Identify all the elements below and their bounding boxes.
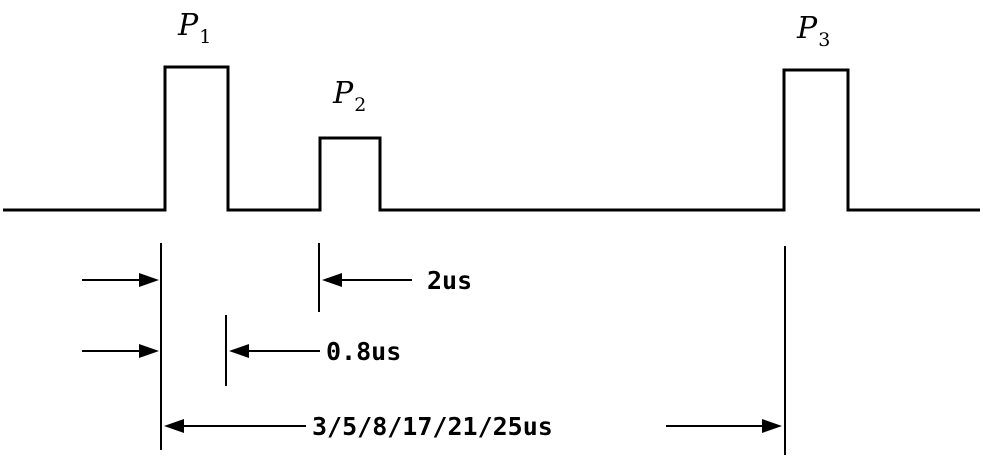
pulse-label-p1-name: P — [177, 8, 199, 43]
dimension-spacing-right-arrow — [666, 419, 782, 433]
pulse-label-p3-sub: 3 — [818, 29, 830, 51]
pulse-label-p2: P2 — [332, 76, 366, 116]
dimension-2us-label: 2us — [427, 266, 472, 295]
pulse-label-p2-sub: 2 — [354, 94, 366, 116]
dimension-0-8us-label: 0.8us — [326, 337, 401, 366]
pulse-label-p2-name: P — [332, 76, 354, 111]
pulse-label-p3: P3 — [796, 11, 830, 51]
dimension-spacing-left-arrow — [164, 419, 306, 433]
pulse-waveform — [3, 65, 980, 212]
dimension-spacing-label: 3/5/8/17/21/25us — [312, 412, 553, 441]
pulse-label-p1: P1 — [177, 8, 211, 48]
dimension-0-8us-right-arrow — [229, 344, 320, 358]
dimension-2us-right-arrow — [322, 273, 412, 287]
pulse-label-p3-name: P — [796, 11, 818, 46]
dimension-2us-left-arrow — [82, 273, 159, 287]
dimension-0-8us-left-arrow — [82, 344, 159, 358]
pulse-label-p1-sub: 1 — [199, 26, 211, 48]
